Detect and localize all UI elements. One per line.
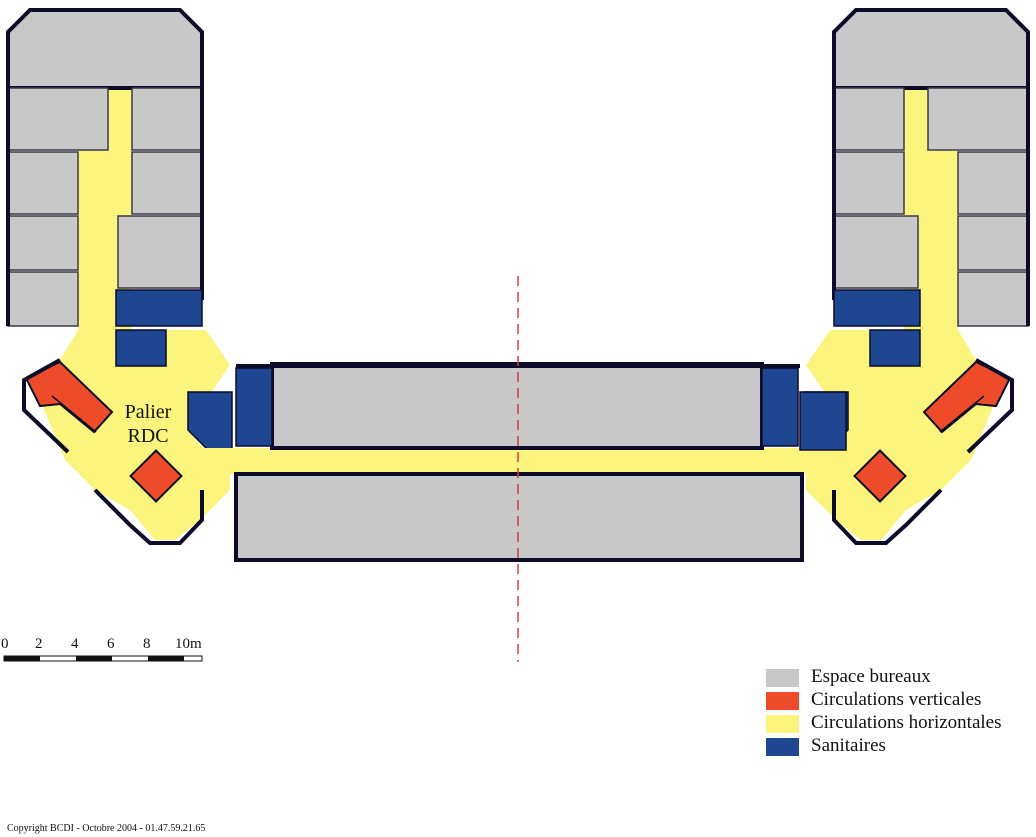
landing-label-line1: Palier	[124, 401, 172, 423]
scale-tick-8: 8	[143, 636, 151, 652]
central-office-south	[234, 472, 804, 562]
central-sanitary-east-2	[799, 391, 847, 451]
left-offices-east	[117, 87, 203, 289]
landing-label: Palier RDC	[108, 400, 188, 448]
scale-tick-0: 0	[1, 636, 9, 652]
right-wing-wall	[832, 32, 1030, 326]
left-offices-west	[7, 87, 109, 327]
legend-swatch-vertical	[766, 692, 799, 710]
left-lift	[129, 449, 183, 503]
scale-tick-4: 4	[71, 636, 79, 652]
right-lift	[853, 449, 907, 503]
scale-bar	[3, 655, 203, 662]
central-office-north	[270, 362, 764, 450]
legend-label-sanitary: Sanitaires	[811, 735, 886, 756]
left-office-top	[6, 8, 204, 90]
landing-label-line2: RDC	[127, 425, 169, 447]
right-offices-east	[927, 87, 1029, 327]
left-landing-wall	[22, 358, 204, 545]
right-office-top	[832, 8, 1030, 90]
legend-swatch-horizontal	[766, 715, 799, 733]
right-landing-wall	[832, 358, 1014, 545]
central-sanitary-east	[761, 367, 799, 447]
legend-label-vertical: Circulations verticales	[811, 689, 982, 710]
scale-tick-2: 2	[35, 636, 43, 652]
left-wing-wall	[6, 32, 204, 326]
scale-tick-10: 10m	[175, 636, 202, 652]
right-wing	[803, 8, 1030, 545]
central-sanitary-west	[235, 367, 273, 447]
central-block	[202, 362, 847, 562]
scale-tick-6: 6	[107, 636, 115, 652]
right-offices-west	[833, 87, 919, 289]
legend-label-office: Espace bureaux	[811, 666, 931, 687]
legend-swatch-sanitary	[766, 738, 799, 756]
left-wing	[6, 8, 233, 545]
copyright-text: Copyright BCDI - Octobre 2004 - 01.47.59…	[7, 823, 206, 834]
legend-swatch-office	[766, 669, 799, 687]
legend-label-horizontal: Circulations horizontales	[811, 712, 1002, 733]
